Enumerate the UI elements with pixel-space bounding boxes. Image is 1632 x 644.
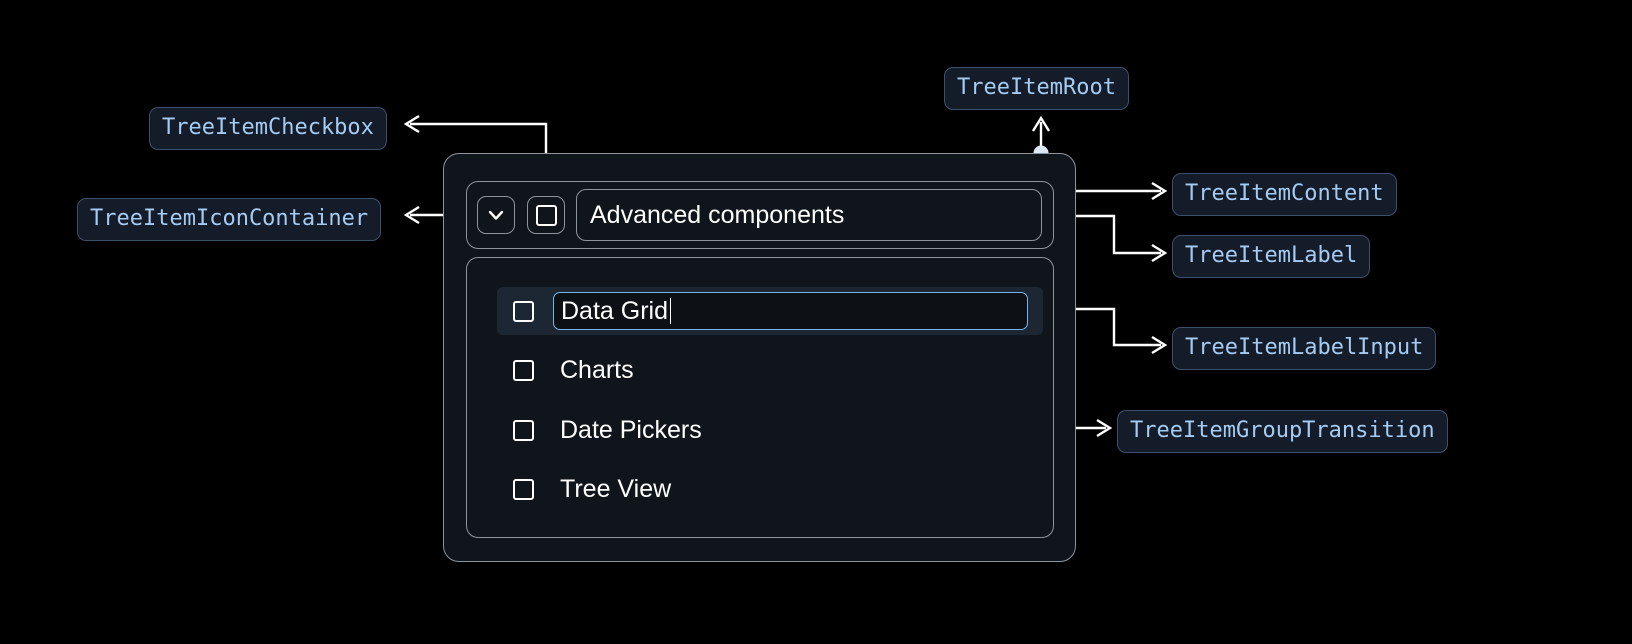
text-caret — [669, 298, 672, 324]
annotation-tree-item-content: TreeItemContent — [1172, 173, 1397, 216]
tree-row-data-grid[interactable]: Data Grid — [497, 287, 1043, 335]
tree-row-tree-view[interactable]: Tree View — [497, 465, 1043, 513]
annotation-tree-item-icon-container: TreeItemIconContainer — [77, 198, 382, 241]
annotation-tree-item-label-input: TreeItemLabelInput — [1172, 327, 1437, 370]
tree-item-label-text: Charts — [560, 355, 634, 384]
arrowhead-content — [1151, 181, 1168, 201]
annotation-tree-item-checkbox: TreeItemCheckbox — [149, 107, 387, 150]
checkbox-unchecked-icon[interactable] — [513, 300, 534, 322]
tree-item-label[interactable]: Advanced components — [576, 189, 1042, 241]
tree-item-checkbox[interactable] — [527, 196, 565, 234]
tree-item-label-text: Date Pickers — [560, 415, 702, 444]
arrowhead-label — [1151, 243, 1168, 263]
arrowhead-icon-container — [403, 205, 420, 225]
tree-item-icon-container[interactable] — [477, 196, 515, 234]
chevron-down-icon — [485, 204, 507, 226]
annotation-tree-item-group-transition: TreeItemGroupTransition — [1117, 410, 1448, 453]
arrowhead-group-transition — [1096, 418, 1113, 438]
tree-item-label-text: Advanced components — [590, 200, 845, 229]
checkbox-unchecked-icon[interactable] — [535, 204, 557, 226]
tree-item-label-text: Tree View — [560, 474, 672, 503]
checkbox-unchecked-icon[interactable] — [513, 359, 534, 381]
tree-item-label-input[interactable]: Data Grid — [553, 292, 1028, 330]
arrowhead-label-input — [1151, 335, 1168, 355]
checkbox-unchecked-icon[interactable] — [513, 419, 534, 441]
tree-item-group-transition: Data Grid Charts Date Pickers Tree View — [466, 257, 1054, 538]
annotation-tree-item-root: TreeItemRoot — [944, 67, 1129, 110]
annotation-tree-item-label: TreeItemLabel — [1172, 235, 1371, 278]
tree-item-label-input-value: Data Grid — [561, 296, 668, 325]
arrowhead-checkbox — [403, 114, 420, 134]
arrowhead-root — [1031, 115, 1051, 132]
checkbox-unchecked-icon[interactable] — [513, 478, 534, 500]
tree-row-date-pickers[interactable]: Date Pickers — [497, 406, 1043, 454]
tree-row-charts[interactable]: Charts — [497, 346, 1043, 394]
